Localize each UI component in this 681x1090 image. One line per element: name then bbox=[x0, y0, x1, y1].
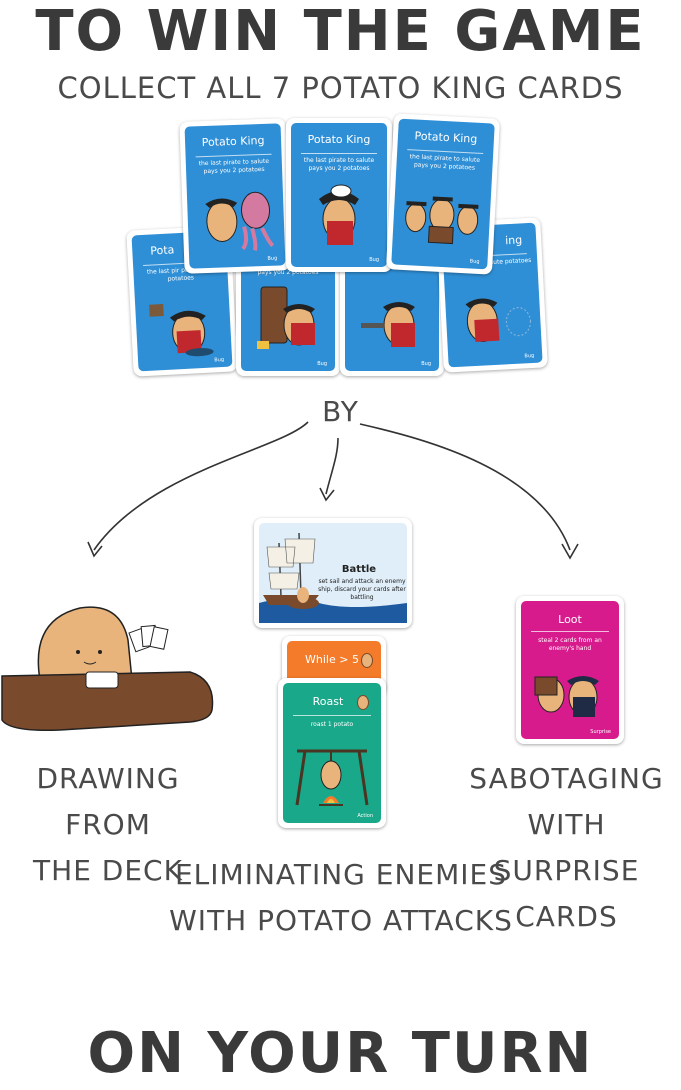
roast-card-title: Roast bbox=[312, 695, 344, 708]
king-card-back-1: Pota the last pir pays you 2 potatoes Bu… bbox=[126, 225, 238, 377]
pirate-potato-shovel-icon bbox=[149, 303, 214, 357]
card-text: pays you 2 potatoes bbox=[257, 269, 319, 276]
caption-drawing: DRAWING FROM THE DECK bbox=[0, 756, 216, 894]
by-label: BY bbox=[322, 395, 359, 428]
card-footer: Bug bbox=[469, 258, 480, 265]
pirate-looting-icon bbox=[534, 676, 599, 717]
loot-card: Loot steal 2 cards from an enemy's hand … bbox=[516, 596, 624, 744]
caption-eliminating-line-2: WITH POTATO ATTACKS bbox=[169, 904, 513, 937]
caption-sabotaging-line-1: SABOTAGING WITH bbox=[469, 762, 664, 841]
loot-card-title: Loot bbox=[558, 613, 582, 626]
caption-drawing-line-2: THE DECK bbox=[33, 854, 183, 887]
main-subtitle: COLLECT ALL 7 POTATO KING CARDS bbox=[57, 71, 624, 105]
loot-card-text: steal 2 cards from an enemy's hand bbox=[538, 637, 602, 652]
card-footer: Bug bbox=[267, 255, 278, 262]
king-card-front-2: Potato King the last pirate to salute pa… bbox=[286, 118, 392, 272]
caption-eliminating-line-1: ELIMINATING ENEMIES bbox=[174, 858, 507, 891]
card-title: Potato King bbox=[414, 129, 478, 146]
card-footer: Bug bbox=[214, 356, 225, 364]
roast-card-footer: Action bbox=[357, 813, 373, 819]
pirate-potato-pistol-icon bbox=[361, 302, 415, 347]
branch-arrows-icon bbox=[87, 421, 579, 560]
footer-title: ON YOUR TURN bbox=[87, 1021, 594, 1086]
pirate-potato-door-icon bbox=[257, 286, 315, 349]
card-title: Potato King bbox=[201, 133, 265, 150]
while-card-title: While > 5 bbox=[305, 653, 359, 666]
caption-sabotaging: SABOTAGING WITH SURPRISE CARDS bbox=[452, 756, 681, 940]
caption-drawing-line-1: DRAWING FROM bbox=[36, 762, 180, 841]
battle-card: Battle set sail and attack an enemy ship… bbox=[254, 518, 412, 628]
card-footer: Bug bbox=[421, 361, 431, 367]
card-footer: Bug bbox=[524, 352, 535, 360]
pirate-crew-treasure-icon bbox=[405, 196, 479, 245]
card-footer: Bug bbox=[317, 361, 327, 367]
king-card-back-4: ing salute potatoes Bug bbox=[436, 217, 548, 373]
king-card-front-3: Potato King the last pirate to salute pa… bbox=[385, 113, 501, 275]
potato-drawing-card-illustration bbox=[1, 606, 214, 732]
pirate-potato-sword-icon bbox=[465, 298, 531, 343]
card-title: ing bbox=[504, 233, 523, 248]
card-footer: Bug bbox=[369, 257, 379, 263]
pirate-potato-captain-icon bbox=[319, 184, 359, 245]
roast-card-text: roast 1 potato bbox=[310, 721, 354, 728]
pirate-potato-octopus-icon bbox=[205, 191, 275, 251]
battle-card-text: set sail and attack an enemy ship, disca… bbox=[318, 578, 406, 601]
roasting-spit-icon bbox=[295, 749, 369, 806]
caption-eliminating: ELIMINATING ENEMIES WITH POTATO ATTACKS bbox=[160, 852, 522, 944]
roast-card: Roast roast 1 potato Action bbox=[278, 678, 386, 828]
card-title: Potato King bbox=[307, 133, 371, 146]
caption-sabotaging-line-2: SURPRISE CARDS bbox=[493, 854, 640, 933]
battle-card-title: Battle bbox=[341, 564, 377, 575]
card-text: the last pirate to salute pays you 2 pot… bbox=[303, 157, 375, 172]
pirate-ship-icon bbox=[259, 523, 407, 623]
potato-icon bbox=[357, 695, 369, 710]
king-card-front-1: Potato King the last pirate to salute pa… bbox=[179, 118, 291, 274]
main-title: TO WIN THE GAME bbox=[35, 0, 646, 64]
potato-icon bbox=[361, 653, 373, 668]
loot-card-footer: Surprise bbox=[590, 729, 611, 735]
